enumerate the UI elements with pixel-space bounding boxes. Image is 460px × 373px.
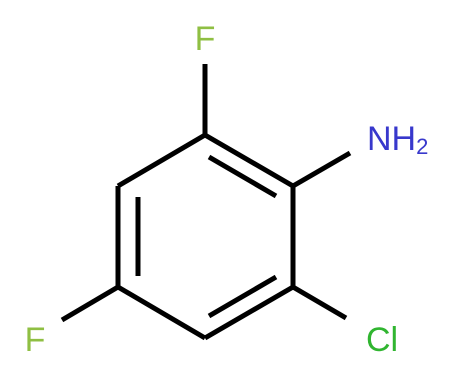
bond-c2-c3 (116, 132, 207, 189)
bonds (60, 64, 352, 341)
double-bond-inner-c5-c6 (207, 274, 278, 319)
amine-subscript: 2 (416, 134, 428, 159)
atom-fluorine-top: F (195, 20, 216, 58)
atom-fluorine-left: F (25, 321, 46, 359)
bond-c1-c2 (203, 132, 295, 189)
bond-c1-n (291, 150, 352, 189)
double-bond-inner-c1-c2 (207, 154, 278, 199)
bond-c4-c5 (116, 284, 207, 341)
bond-c5-c6 (203, 284, 295, 341)
atom-chlorine: Cl (366, 321, 398, 359)
bond-c4-f (60, 284, 120, 323)
atom-amine: NH2 (367, 120, 428, 159)
bond-c6-cl (291, 284, 348, 321)
amine-label: NH (367, 120, 416, 158)
